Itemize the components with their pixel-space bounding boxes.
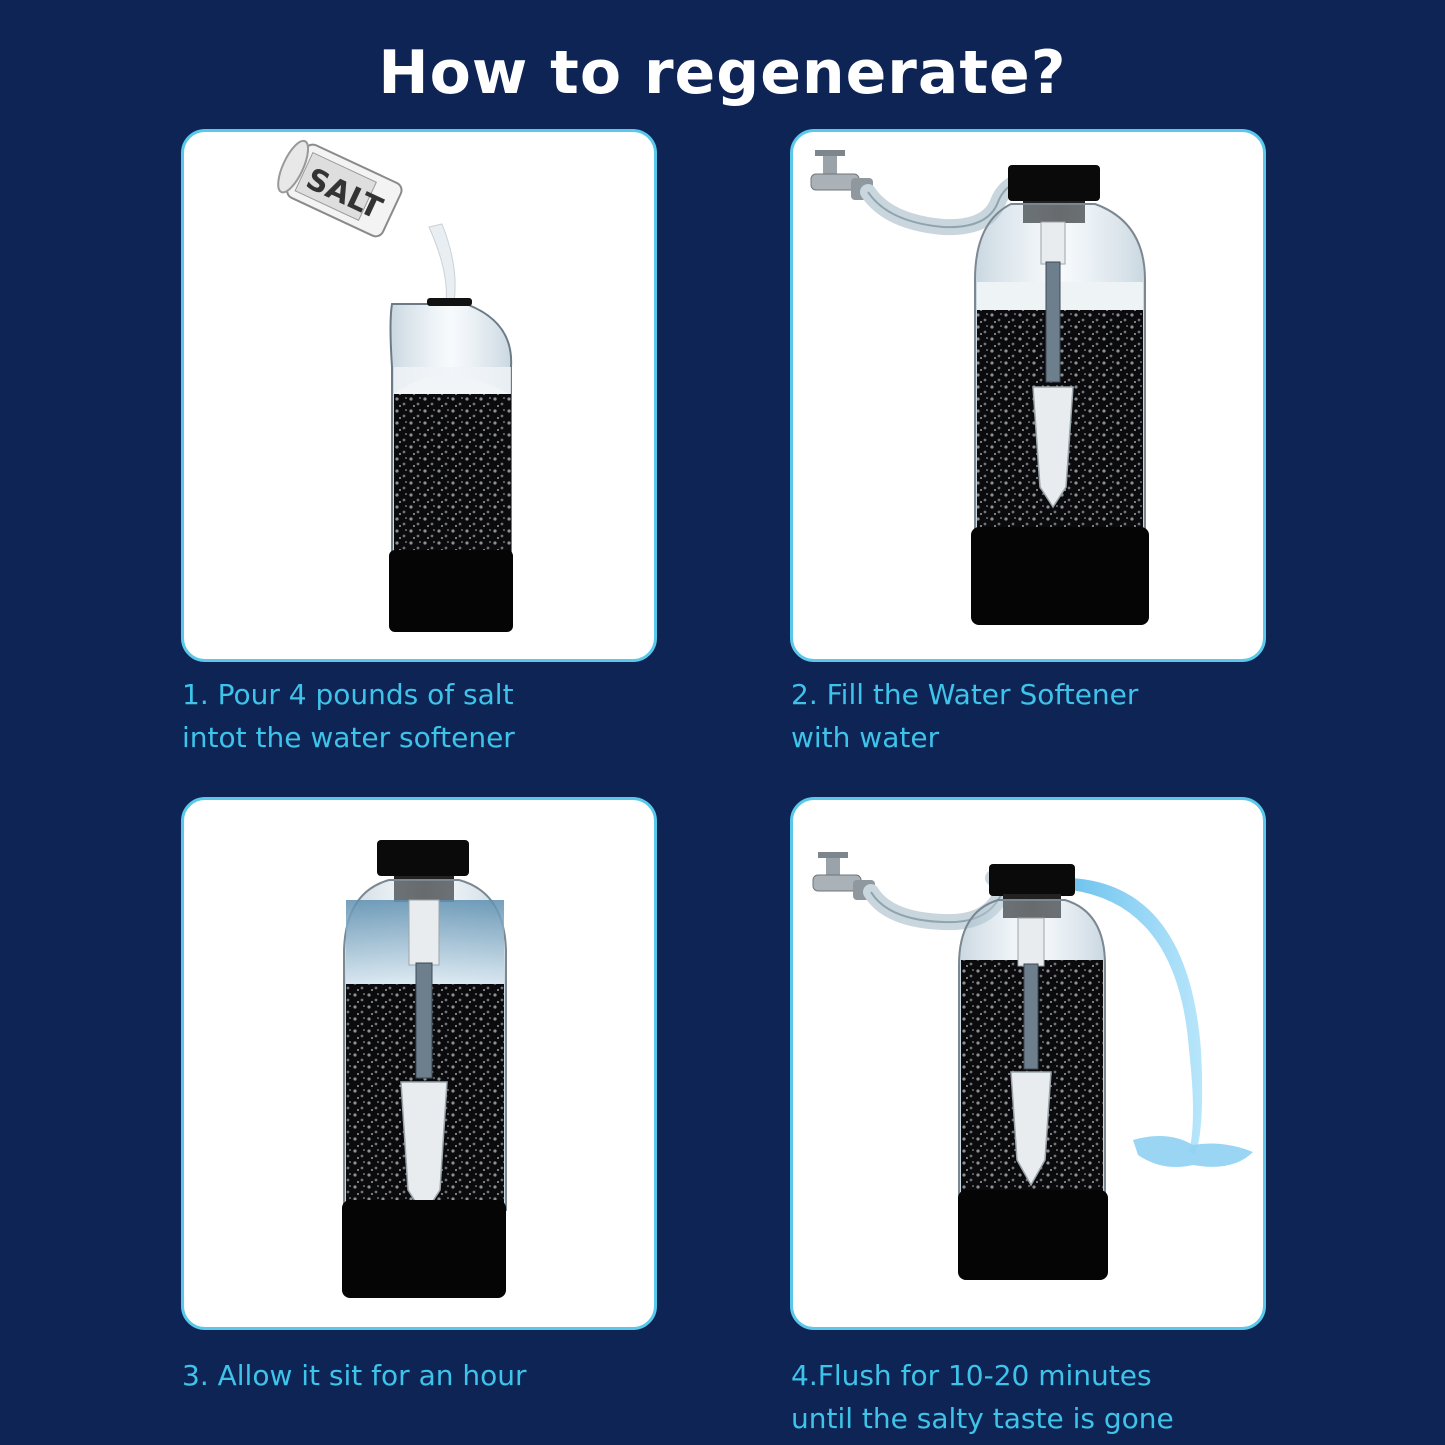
step-3-caption: 3. Allow it sit for an hour	[182, 1359, 527, 1392]
flush-illustration	[812, 852, 1253, 1280]
step-1-caption: 1. Pour 4 pounds of salt intot the water…	[182, 678, 515, 754]
salt-pouring-illustration: SALT	[277, 139, 513, 632]
step-3-card	[181, 797, 657, 1330]
step-4-caption: 4.Flush for 10-20 minutes until the salt…	[791, 1359, 1174, 1435]
step-2-card	[790, 129, 1266, 662]
step-1-card: SALT	[181, 129, 657, 662]
fill-water-illustration	[810, 150, 1149, 625]
sit-for-hour-illustration	[342, 840, 507, 1298]
step-2-caption: 2. Fill the Water Softener with water	[791, 678, 1139, 754]
salt-container-icon: SALT	[277, 139, 403, 238]
step-4-card	[790, 797, 1266, 1330]
page-title: How to regenerate?	[378, 38, 1067, 108]
